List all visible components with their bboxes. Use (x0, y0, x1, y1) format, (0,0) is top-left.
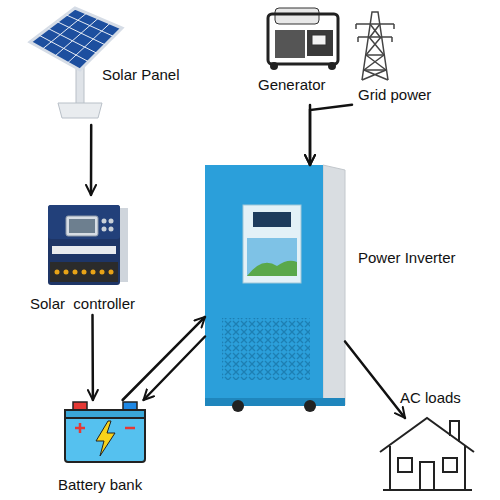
charge-controller-icon-part (55, 270, 60, 275)
charge-controller-icon-part (48, 205, 120, 239)
charge-controller-icon-part (73, 270, 78, 275)
charge-controller-icon-part (91, 270, 96, 275)
house-icon (380, 418, 474, 490)
transmission-tower-icon (356, 12, 394, 80)
inverter-cabinet-part (232, 400, 244, 412)
inverter-cabinet-part (222, 318, 310, 380)
generator-icon-part (328, 62, 336, 70)
component-label: Power Inverter (358, 249, 456, 267)
charge-controller-icon-part (48, 205, 120, 285)
battery-icon (65, 402, 145, 462)
transmission-tower-icon-part (356, 24, 394, 42)
generator-icon-part (270, 62, 278, 70)
charge-controller-icon-part (69, 219, 95, 233)
house-icon-part (420, 462, 434, 490)
flow-arrow (90, 125, 93, 195)
transmission-tower-icon-part (362, 12, 388, 80)
generator-icon (268, 8, 338, 70)
house-icon-part (398, 458, 412, 472)
charge-controller-icon-part (52, 246, 116, 254)
inverter-cabinet-part (253, 212, 291, 227)
flow-arrow (310, 105, 352, 165)
generator-icon-part (275, 8, 319, 24)
inverter-cabinet-part (205, 165, 323, 405)
inverter-cabinet-part (247, 238, 297, 276)
charge-controller-icon-part (100, 270, 105, 275)
component-label: Battery bank (58, 476, 142, 494)
solar-panel-icon-part (58, 103, 102, 118)
charge-controller-icon-part (102, 219, 107, 224)
charge-controller-icon (48, 205, 128, 285)
generator-icon-part (268, 14, 338, 64)
charge-controller-icon-part (64, 270, 69, 275)
inverter-cabinet (205, 165, 345, 412)
house-icon-part (380, 418, 474, 452)
panel-grid-part (57, 22, 105, 45)
battery-icon-part (65, 410, 145, 462)
component-label: Grid power (358, 86, 431, 104)
flow-arrow (91, 315, 94, 400)
panel-grid-part (66, 15, 114, 37)
component-node: AC loads (405, 388, 490, 495)
component-label: Generator (258, 76, 326, 94)
panel-grid-part (68, 23, 111, 63)
battery-icon-part (125, 427, 135, 430)
panel-grid-part (48, 28, 97, 53)
component-node: Battery bank (50, 400, 160, 495)
inverter-cabinet-part (205, 398, 345, 406)
charge-controller-icon-part (66, 216, 98, 236)
inverter-cabinet-part (247, 261, 297, 276)
battery-icon-part (75, 423, 85, 433)
component-node: Generator (250, 5, 350, 105)
transmission-tower-icon-part (364, 55, 386, 70)
component-label: AC loads (400, 389, 461, 407)
panel-grid-part (43, 13, 87, 49)
flow-arrow (123, 317, 205, 400)
component-node: Power Inverter (205, 165, 345, 410)
battery-icon-part (96, 421, 115, 456)
inverter-cabinet-part (243, 205, 301, 283)
transmission-tower-icon-part (362, 24, 388, 80)
house-icon-part (383, 489, 472, 491)
charge-controller-icon-part (109, 219, 114, 224)
generator-icon-part (307, 30, 333, 56)
house-icon-part (450, 421, 459, 442)
component-node: Grid power (352, 5, 457, 110)
flow-arrow (144, 337, 206, 401)
house-icon-part (390, 446, 465, 490)
solar-panel-icon-part (30, 8, 122, 70)
component-node: Solar Panel (30, 5, 200, 125)
component-label: Solar controller (30, 295, 135, 313)
flow-arrow (309, 105, 312, 165)
inverter-cabinet-part (304, 400, 316, 412)
panel-grid-part (39, 35, 88, 61)
house-icon-part (443, 458, 457, 472)
panel-grid (39, 13, 114, 63)
charge-controller-icon-part (50, 262, 118, 282)
charge-controller-icon-part (109, 270, 114, 275)
solar-panel-icon (30, 8, 122, 118)
charge-controller-icon-part (102, 227, 107, 232)
component-label: Solar Panel (102, 66, 180, 84)
generator-icon-part (275, 30, 305, 58)
inverter-cabinet-part (323, 165, 345, 405)
component-node: Solar controller (25, 195, 175, 315)
charge-controller-icon-part (82, 270, 87, 275)
battery-icon-part (65, 410, 145, 418)
generator-icon-part (312, 35, 326, 45)
charge-controller-icon-part (109, 227, 114, 232)
flow-arrow (345, 341, 405, 418)
